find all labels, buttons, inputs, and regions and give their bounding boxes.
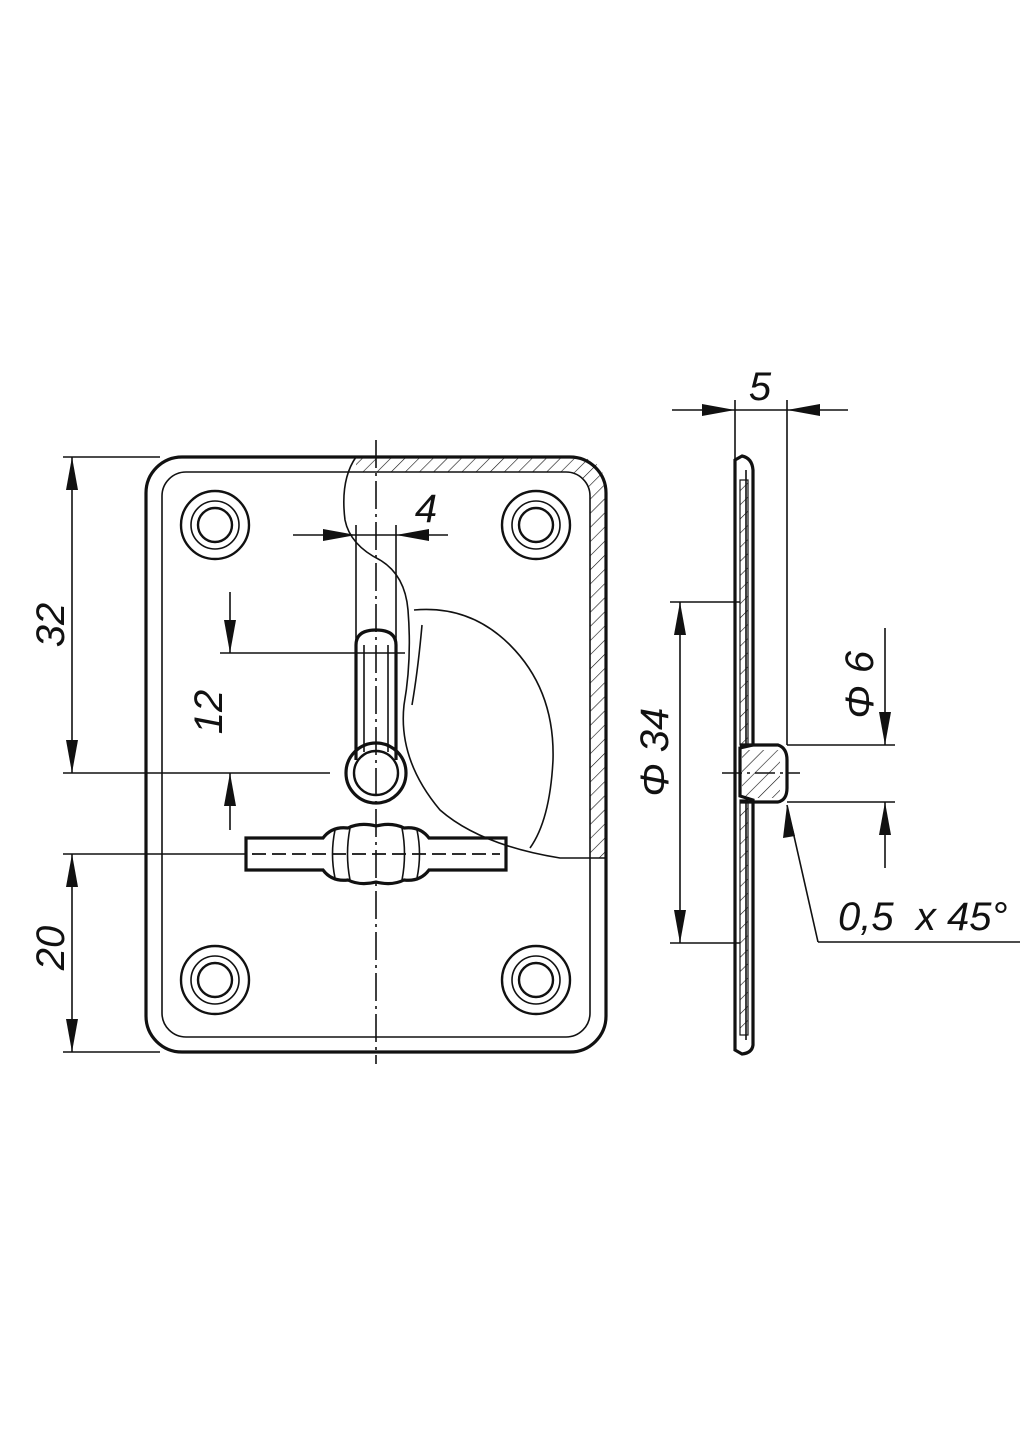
chamfer-label: 0,5 x 45° <box>838 895 1007 939</box>
dimension-20: 20 <box>29 853 246 1053</box>
dimension-5: 5 <box>672 365 848 745</box>
screw-hole-bottom-right <box>500 944 572 1016</box>
side-view <box>722 454 800 1056</box>
screw-hole-top-left <box>179 489 251 561</box>
dim-34-symbol: Φ <box>633 763 677 796</box>
cover-disk-edge <box>413 608 554 849</box>
dim-6-symbol: Φ <box>838 685 882 718</box>
dimension-4: 4 <box>293 487 448 640</box>
dim-5-label: 5 <box>749 365 772 409</box>
side-pin <box>740 743 789 804</box>
side-hatch-lower <box>739 799 749 1036</box>
dim-12-label: 12 <box>187 690 231 735</box>
chamfer-leader: 0,5 x 45° <box>783 804 1020 943</box>
front-view <box>144 440 608 1064</box>
dimension-32: 32 <box>29 456 330 774</box>
screw-hole-bottom-left <box>179 944 251 1016</box>
dim-6-label: 6 <box>838 650 882 673</box>
dimension-diameter-34: Φ 34 <box>633 601 740 944</box>
dim-4-label: 4 <box>415 487 437 531</box>
dimension-12: 12 <box>187 592 405 830</box>
side-plate-outline <box>733 454 755 1056</box>
cover-disk-inner <box>411 624 423 706</box>
dim-32-label: 32 <box>29 603 73 648</box>
cutaway-curve <box>343 456 606 859</box>
dim-34-label: 34 <box>633 708 677 753</box>
dimension-diameter-6: Φ 6 <box>787 628 895 868</box>
dim-20-label: 20 <box>29 926 73 972</box>
screw-hole-top-right <box>500 489 572 561</box>
